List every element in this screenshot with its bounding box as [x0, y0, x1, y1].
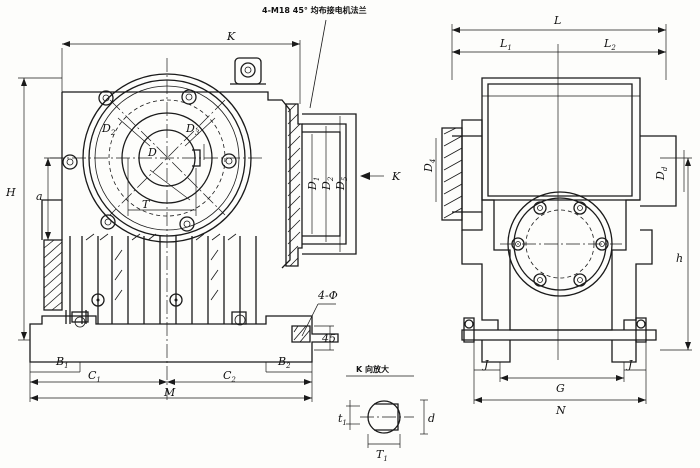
dim-t1-small-label: t1 [338, 412, 347, 427]
k-view-detail [346, 375, 428, 448]
dim-n-label: N [555, 404, 566, 417]
lifting-eye [230, 57, 266, 85]
dim-t-label: T [142, 198, 151, 211]
dim-d2-label: D2 [101, 122, 116, 137]
cooling-ribs [69, 233, 257, 324]
view-note: K 向放大 [356, 364, 389, 374]
dim-g-label: G [556, 382, 565, 395]
dim-j-left-label: J [482, 358, 489, 371]
dim-d2r-label: D2 [320, 176, 335, 191]
dim-d-label: D [147, 146, 157, 159]
front-view [18, 19, 384, 402]
dim-d-small-label: d [428, 412, 435, 425]
dim-k-top: K [226, 30, 236, 43]
flange-bolt-holes [62, 89, 237, 232]
dim-t1-label: T1 [376, 448, 388, 463]
dim-m-label: M [163, 386, 176, 399]
dim-k-arrow: K [391, 170, 401, 183]
side-view [435, 24, 692, 404]
dim-45-label: 45 [321, 332, 336, 345]
dim-c2-label: C2 [223, 369, 236, 384]
dim-d3-label: D3 [185, 122, 200, 137]
dim-b2-label: B2 [277, 355, 291, 370]
motor-flange-section [285, 19, 357, 267]
dim-h-label: H [5, 186, 16, 199]
dim-a-label: a [36, 190, 43, 203]
dim-h-small-label: h [676, 252, 683, 265]
side-bolt-holes [511, 201, 609, 287]
dim-dd-label: Dd [654, 166, 669, 181]
dim-b1-label: B1 [55, 355, 69, 370]
dim-j-right-label: J [626, 358, 633, 371]
dim-l-label: L [553, 14, 561, 27]
holes-note: 4-Φ [317, 289, 338, 302]
dim-c1-label: C1 [88, 369, 101, 384]
dim-l2-label: L2 [603, 37, 616, 52]
dim-d5-label: D5 [334, 176, 349, 191]
labels: 4-M18 45° 均布接电机法兰 K K H a D D2 D3 T D1 D… [5, 5, 683, 463]
dim-d1-label: D1 [306, 177, 321, 191]
flange-note: 4-M18 45° 均布接电机法兰 [262, 5, 367, 15]
dim-d4-label: D4 [422, 159, 437, 173]
dim-l1-label: L1 [499, 37, 512, 52]
